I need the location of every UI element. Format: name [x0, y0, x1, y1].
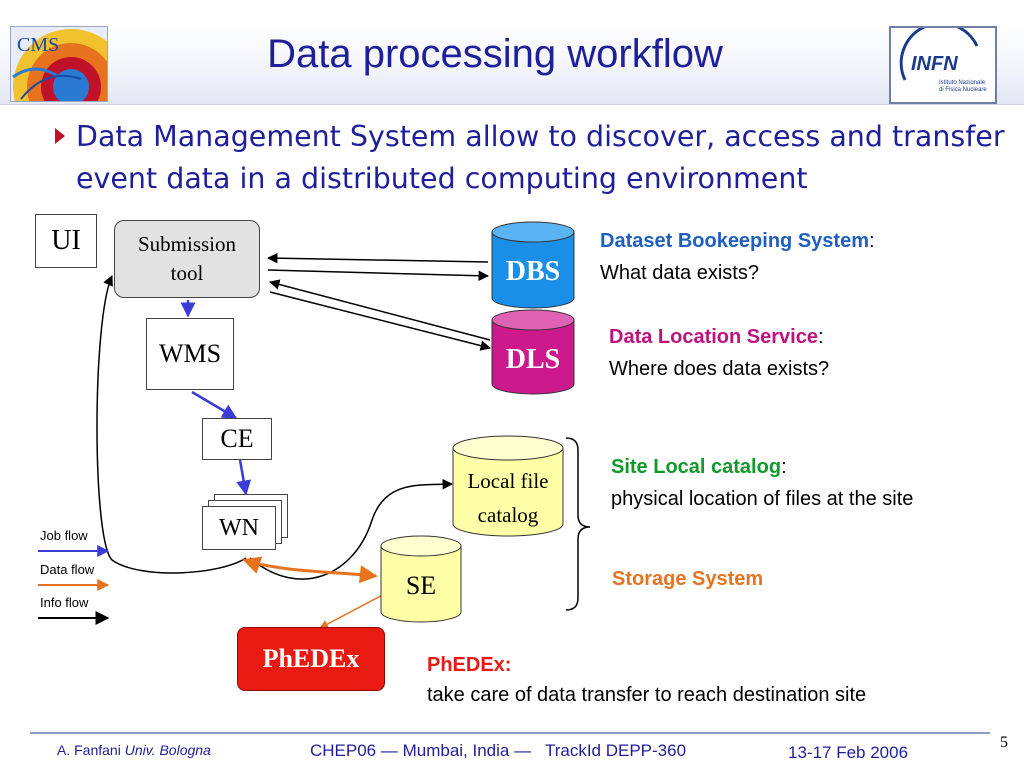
- se-label: SE: [406, 571, 436, 600]
- footer-author-block: A. Fanfani Univ. Bologna: [57, 742, 211, 758]
- dbs-title-text: Dataset Bookeeping System: [600, 230, 869, 252]
- dbs-desc-text: What data exists?: [600, 262, 759, 284]
- legend-data-flow-label: Data flow: [40, 562, 95, 577]
- dbs-desc-title: Dataset Bookeeping System:: [600, 230, 875, 253]
- footer-divider: [30, 732, 990, 734]
- se-cylinder: SE: [380, 535, 462, 623]
- phedex-desc-text: take care of data transfer to reach dest…: [427, 684, 867, 706]
- info-arrow-dbs-to-submission: [266, 252, 489, 264]
- submission-tool-line2: tool: [170, 261, 204, 285]
- infn-logo-text: INFN: [911, 53, 958, 75]
- job-arrow-ce-to-wn: [236, 459, 252, 496]
- footer-author: A. Fanfani: [57, 742, 121, 758]
- ce-box: CE: [202, 418, 272, 460]
- dls-title-text: Data Location Service: [609, 326, 818, 348]
- submission-tool-box: Submission tool: [114, 220, 260, 298]
- lfc-label-line1: Local file: [467, 469, 548, 493]
- phedex-box: PhEDEx: [237, 627, 385, 691]
- slide-title: Data processing workflow: [267, 32, 723, 76]
- dbs-title-colon: :: [868, 230, 875, 252]
- wn-box: WN: [202, 506, 276, 550]
- legend-job-flow-label: Job flow: [40, 528, 88, 543]
- storage-desc-title: Storage System: [612, 568, 764, 590]
- ui-box: UI: [35, 214, 97, 268]
- phedex-desc-title: PhEDEx:: [427, 654, 512, 676]
- bullet-text: Data Management System allow to discover…: [76, 120, 1005, 195]
- dls-cylinder: DLS: [491, 309, 575, 395]
- legend-info-flow-label: Info flow: [40, 595, 89, 610]
- slc-title-colon: :: [781, 456, 787, 478]
- infn-logo-sub2: di Fisica Nucleare: [939, 87, 987, 93]
- job-arrow-wms-to-ce: [191, 390, 238, 420]
- lfc-label-line2: catalog: [478, 503, 539, 527]
- dbs-cylinder: DBS: [491, 221, 575, 309]
- footer-conference: CHEP06 ― Mumbai, India ― TrackId DEPP-36…: [310, 741, 687, 760]
- infn-logo-sub1: Istituto Nazionale: [939, 80, 986, 86]
- data-arrow-wn-se: [242, 556, 378, 584]
- footer-date: 13-17 Feb 2006: [788, 743, 909, 762]
- local-file-catalog-cylinder: Local file catalog: [452, 435, 564, 537]
- brace-storage: [565, 437, 591, 611]
- data-arrow-se-phedex: [319, 589, 393, 629]
- dls-desc-title: Data Location Service:: [609, 326, 824, 349]
- footer-affiliation: Univ. Bologna: [124, 742, 211, 758]
- slc-desc-title: Site Local catalog:: [611, 456, 787, 479]
- cms-logo-text: CMS: [17, 34, 59, 56]
- info-arrow-submission-to-dls: [269, 291, 492, 351]
- dls-label: DLS: [506, 344, 560, 375]
- dbs-label: DBS: [506, 256, 560, 287]
- bullet-arrow-icon: [55, 128, 65, 144]
- dls-title-colon: :: [817, 326, 824, 348]
- slc-desc-text: physical location of files at the site: [611, 488, 914, 510]
- infn-logo: INFN Istituto Nazionale di Fisica Nuclea…: [889, 21, 997, 104]
- submission-tool-line1: Submission: [137, 232, 237, 256]
- wms-box: WMS: [146, 318, 234, 390]
- info-arrow-dls-to-submission: [268, 279, 491, 341]
- slc-title-text: Site Local catalog: [611, 456, 782, 478]
- cms-logo: CMS: [10, 26, 108, 102]
- dls-desc-text: Where does data exists?: [609, 358, 830, 380]
- info-arrow-submission-to-dbs: [267, 269, 490, 281]
- header-bar: [0, 22, 1024, 105]
- page-number: 5: [1000, 734, 1008, 751]
